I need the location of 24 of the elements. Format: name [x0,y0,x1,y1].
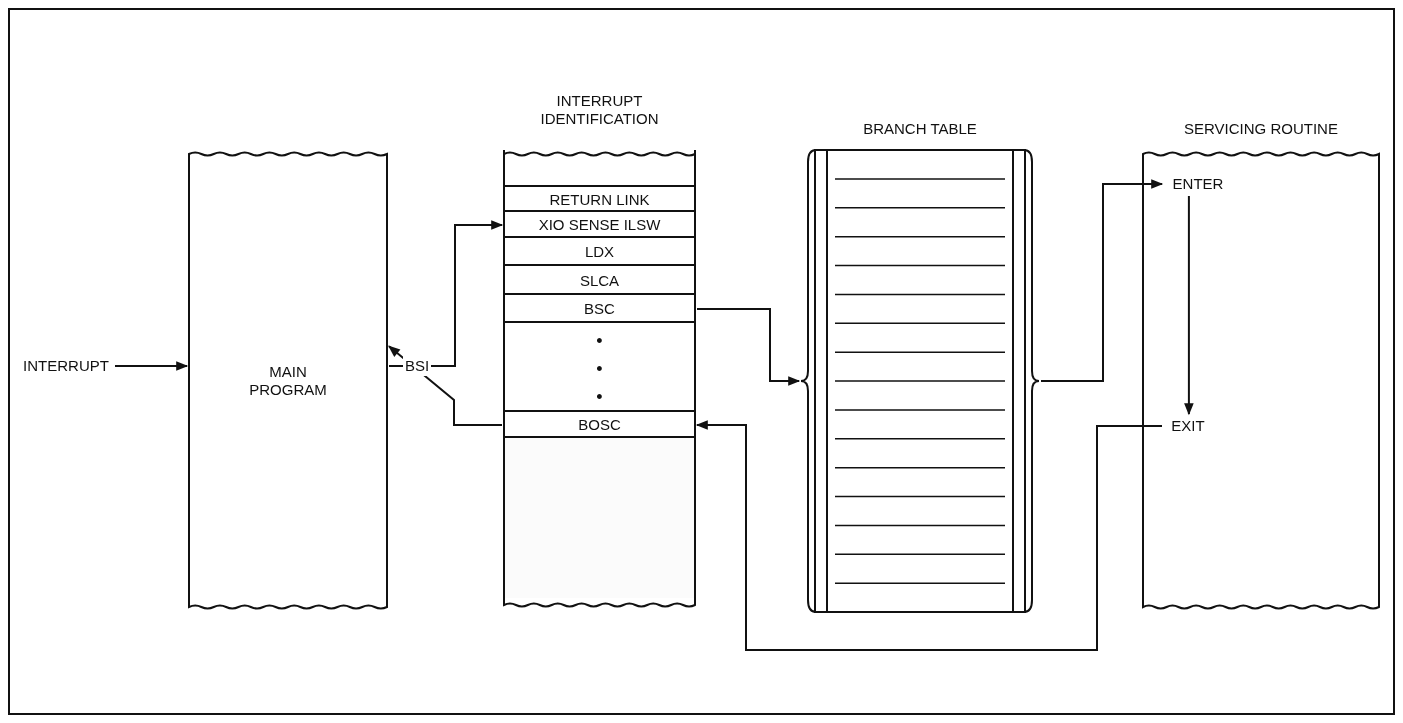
text-label: EXIT [1170,417,1206,435]
arrow [695,420,1163,651]
text-label: ENTER [1171,175,1225,193]
memory-cell [503,438,696,598]
text-label: INTERRUPT [22,357,110,375]
ellipsis-dots: • • • [595,330,604,409]
cell-text: RETURN LINK [548,190,651,209]
column-heading: INTERRUPT IDENTIFICATION [539,92,660,128]
arrow [114,361,189,371]
cell-text: XIO SENSE ILSW [537,216,662,234]
edge-label: BSI [403,356,432,376]
column-heading: BRANCH TABLE [862,120,978,138]
cell-text: LDX [583,243,616,261]
arrow [1184,195,1194,416]
column-label: MAIN PROGRAM [248,363,328,399]
cell-text: SLCA [578,271,621,290]
column-heading: SERVICING ROUTINE [1183,120,1339,138]
arrow [388,220,504,367]
memory-column [188,150,388,612]
arrow [1040,179,1164,382]
arrow [696,308,801,386]
cell-text: BSC [583,300,616,318]
memory-cell [503,150,696,187]
cell-text: BOSC [577,416,622,434]
